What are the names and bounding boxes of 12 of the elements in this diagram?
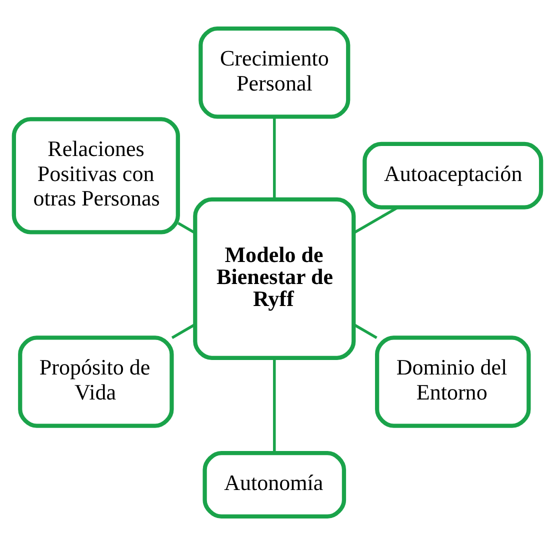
node-box: Propósito de Vida	[18, 335, 174, 428]
connector	[178, 222, 196, 234]
connector	[273, 358, 276, 452]
connector	[171, 322, 196, 338]
node-box: Autonomía	[202, 450, 346, 518]
connector	[353, 322, 378, 338]
connector	[273, 116, 276, 199]
node-box: Modelo de Bienestar de Ryff	[193, 196, 356, 360]
node-box: Autoaceptación	[362, 141, 544, 209]
node-box: Dominio del Entorno	[375, 335, 531, 428]
node-box: Crecimiento Personal	[198, 26, 350, 118]
node-box: Relaciones Positivas con otras Personas	[12, 116, 180, 234]
